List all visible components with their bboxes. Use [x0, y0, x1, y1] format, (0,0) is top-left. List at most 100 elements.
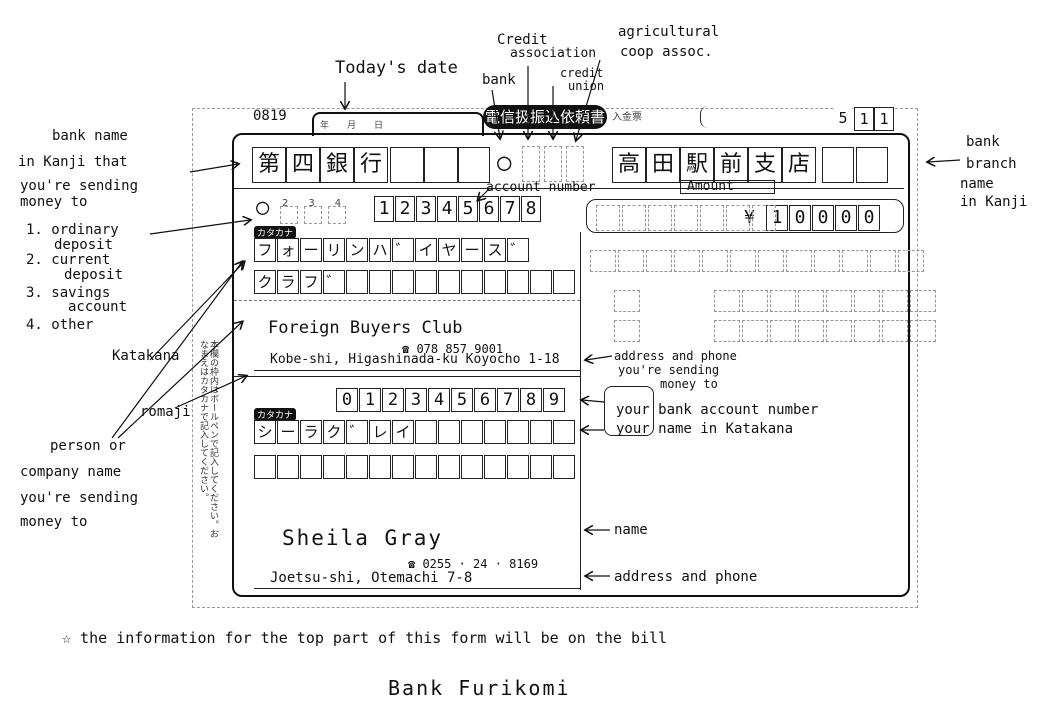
- sender-katakana-box: [461, 420, 483, 444]
- faint-form-box: [622, 205, 646, 231]
- sender-name: Sheila Gray: [282, 526, 444, 550]
- amount-digit-box: 0: [858, 205, 880, 231]
- annotation-account-number: account number: [486, 180, 596, 195]
- voucher-digit-box: 1: [874, 107, 894, 131]
- katakana-char-box: [392, 270, 414, 294]
- sender-empty-box: [438, 455, 460, 479]
- katakana-char-box: ゛: [323, 270, 345, 294]
- amount-digit-box: 0: [789, 205, 811, 231]
- annotation-todays-date: Today's date: [335, 58, 458, 78]
- katakana-char-box: [507, 270, 529, 294]
- annotation-recipient-addr-2: you're sending: [618, 363, 720, 377]
- account-digit-box: 1: [374, 196, 394, 222]
- sender-katakana-box: [484, 420, 506, 444]
- annotation-credit-union-2: union: [568, 79, 605, 93]
- amount-digit-box: 0: [835, 205, 857, 231]
- sender-divider: [234, 376, 580, 377]
- sender-address-underline: [254, 588, 580, 589]
- annotation-person-2: company name: [20, 464, 122, 480]
- annotation-acct-type-7: 4. other: [26, 317, 94, 333]
- faint-form-box: [614, 320, 640, 342]
- your-annotation-bracket: [604, 386, 654, 436]
- date-tab: [312, 112, 484, 136]
- faint-form-box: [910, 320, 936, 342]
- voucher-digit-box: 1: [854, 107, 874, 131]
- katakana-char-box: ゛: [392, 238, 414, 262]
- sender-katakana-box: [530, 420, 552, 444]
- sender-account-digit-box: 6: [474, 388, 496, 412]
- annotation-person-4: money to: [20, 514, 88, 530]
- recipient-address-underline: [254, 370, 580, 371]
- katakana-char-box: [461, 270, 483, 294]
- katakana-char-box: イ: [415, 238, 437, 262]
- sender-katakana-box: [553, 420, 575, 444]
- credit-union-box: [544, 146, 562, 182]
- annotation-acct-type-4: deposit: [64, 267, 124, 283]
- bank-name-char-box: [424, 147, 458, 183]
- sender-empty-box: [415, 455, 437, 479]
- branch-name-char-box: [822, 147, 854, 183]
- katakana-char-box: ォ: [277, 238, 299, 262]
- faint-form-box: [758, 250, 784, 272]
- annotation-recipient-addr-3: money to: [660, 377, 718, 391]
- faint-form-box: [882, 320, 908, 342]
- account-digit-box: 8: [521, 196, 541, 222]
- recipient-address: Kobe-shi, Higashinada-ku Koyocho 1-18: [270, 352, 560, 367]
- sender-empty-box: [277, 455, 299, 479]
- account-digit-box: 6: [479, 196, 499, 222]
- sender-empty-box: [254, 455, 276, 479]
- form-code: 0819: [253, 108, 287, 124]
- katakana-char-box: ン: [346, 238, 368, 262]
- annotation-person-3: you're sending: [20, 490, 139, 506]
- sender-empty-box: [323, 455, 345, 479]
- annotation-romaji: romaji: [140, 404, 191, 420]
- annotation-your-account: your bank account number: [616, 402, 819, 418]
- faint-form-box: [590, 250, 616, 272]
- katakana-char-box: ー: [461, 238, 483, 262]
- sender-katakana-box: ゛: [346, 420, 368, 444]
- sender-empty-box: [300, 455, 322, 479]
- annotation-address-phone: address and phone: [614, 569, 758, 585]
- amount-digit-box: 0: [812, 205, 834, 231]
- katakana-label-2: カタカナ: [254, 408, 297, 421]
- katakana-char-box: ハ: [369, 238, 391, 262]
- branch-name-char-box: 高: [612, 147, 646, 183]
- footnote: ☆ the information for the top part of th…: [62, 629, 668, 647]
- faint-form-box: [826, 320, 852, 342]
- katakana-char-box: ゛: [507, 238, 529, 262]
- sender-account-digit-box: 2: [382, 388, 404, 412]
- faint-form-box: [714, 320, 740, 342]
- annotation-acct-type-5: 3. savings: [26, 285, 111, 301]
- annotation-branch-3: name: [960, 176, 994, 192]
- katakana-char-box: ク: [254, 270, 276, 294]
- account-digit-box: 3: [416, 196, 436, 222]
- acct-type-box: [328, 206, 346, 224]
- faint-form-box: [702, 250, 728, 272]
- sender-account-digit-box: 9: [543, 388, 565, 412]
- katakana-char-box: フ: [300, 270, 322, 294]
- faint-form-box: [770, 320, 796, 342]
- katakana-char-box: [438, 270, 460, 294]
- amount-digit-box: 1: [766, 205, 788, 231]
- sender-account-digit-box: 3: [405, 388, 427, 412]
- bank-name-char-box: 行: [354, 147, 388, 183]
- sender-empty-box: [392, 455, 414, 479]
- annotation-acct-type-2: deposit: [54, 237, 114, 253]
- faint-form-box: [770, 290, 796, 312]
- bank-type-mark: ○: [497, 148, 512, 176]
- faint-form-box: [742, 290, 768, 312]
- annotation-acct-type-3: 2. current: [26, 252, 111, 268]
- sender-katakana-box: ク: [323, 420, 345, 444]
- annotation-credit-union-1: credit: [560, 66, 604, 80]
- account-digit-box: 2: [395, 196, 415, 222]
- account-digit-box: 4: [437, 196, 457, 222]
- voucher-digit-box: 5: [834, 107, 852, 129]
- faint-form-box: [870, 250, 896, 272]
- annotation-credit-assoc-1: Credit: [497, 32, 548, 48]
- sender-account-digit-box: 5: [451, 388, 473, 412]
- sender-account-digit-box: 4: [428, 388, 450, 412]
- agri-coop-box: [566, 146, 584, 182]
- sender-katakana-box: [438, 420, 460, 444]
- section-divider: [234, 300, 580, 301]
